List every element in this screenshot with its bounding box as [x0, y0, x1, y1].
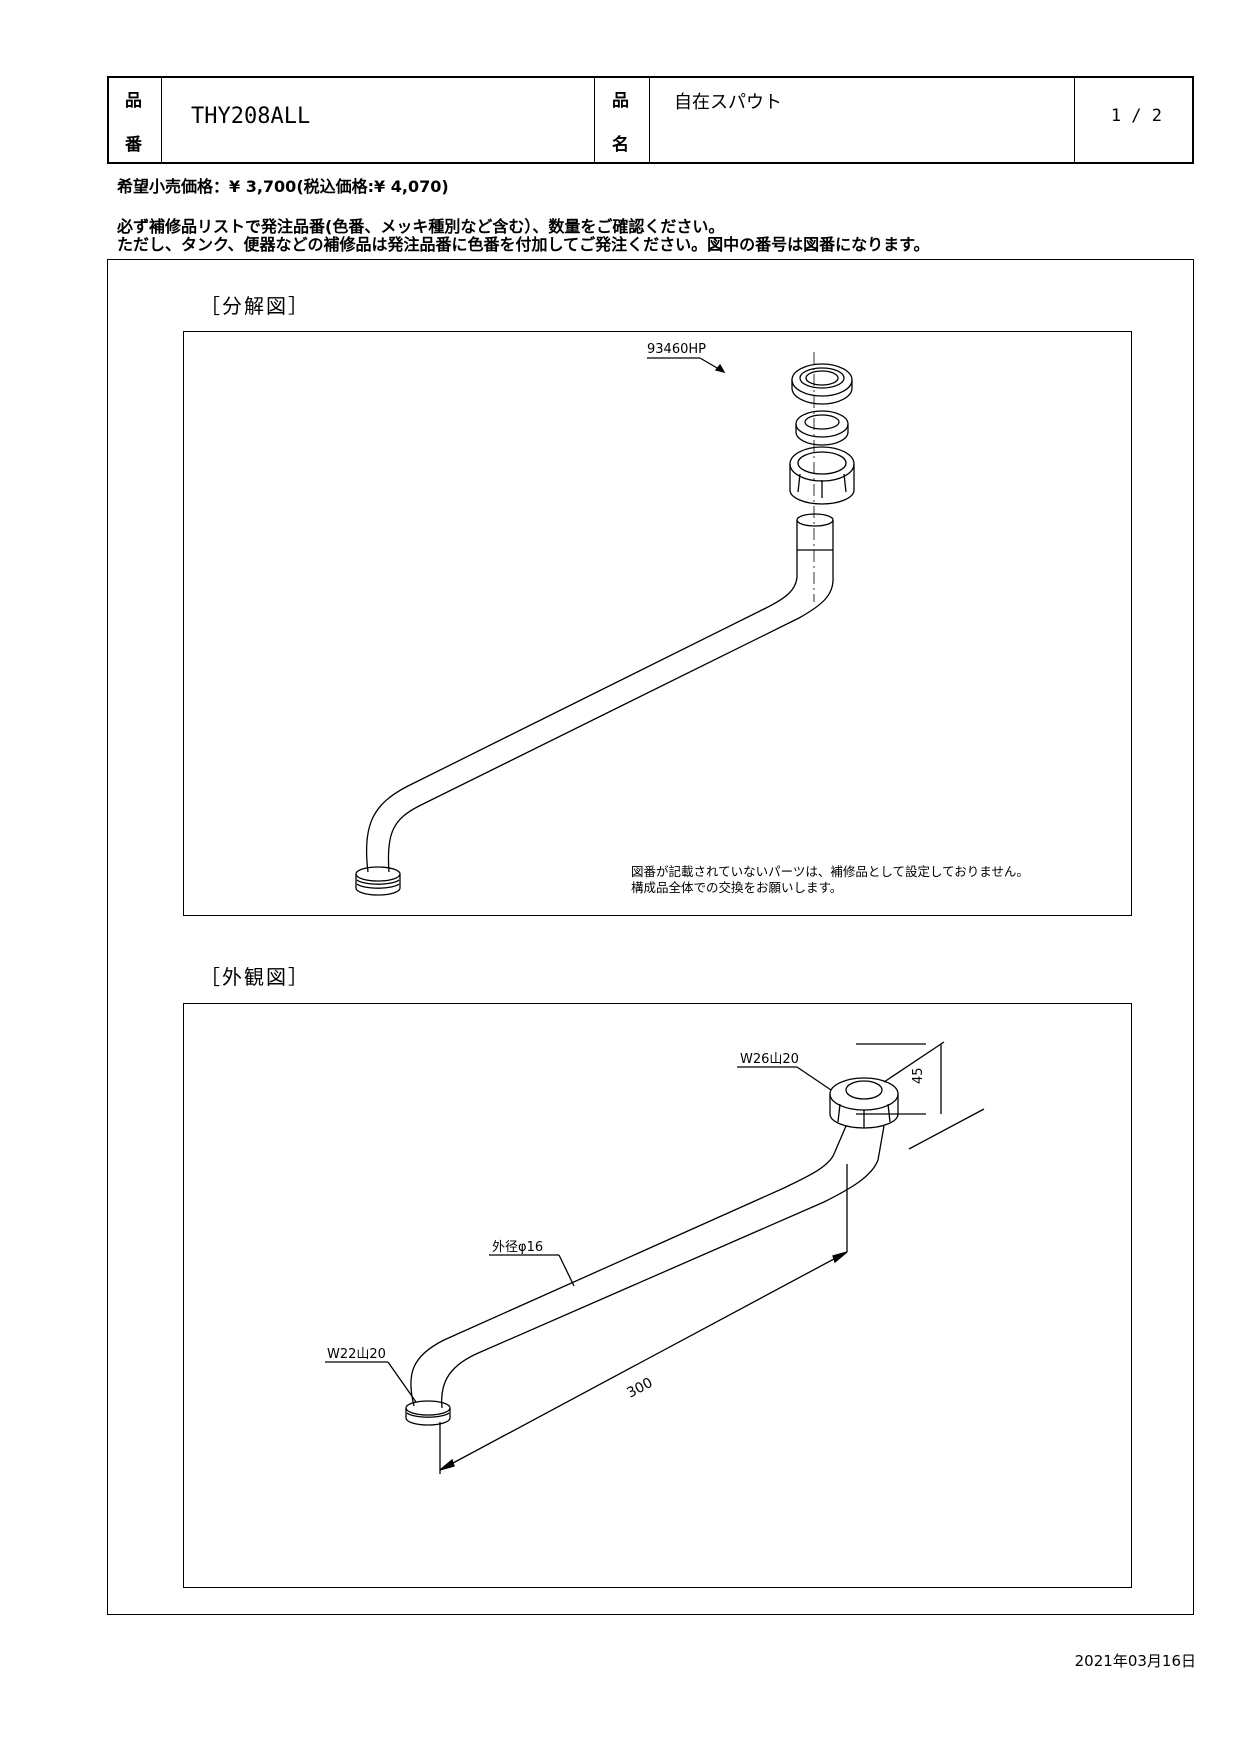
part-name-label: 名 [612, 135, 629, 155]
part-number: THY208ALL [191, 104, 311, 129]
exploded-drawing: 93460HP [355, 342, 855, 896]
header-divider [649, 78, 650, 162]
header-divider [594, 78, 595, 162]
part-no-label: 品 [125, 91, 142, 111]
exploded-view-title: ［分解図］ [200, 294, 310, 318]
external-view-title: ［外観図］ [200, 965, 310, 989]
thread-bottom-label: W22山20 [327, 1347, 386, 1362]
instruction-line: ただし、タンク、便器などの補修品は発注品番に色番を付加してご発注ください。図中の… [117, 235, 930, 254]
drawing-frame [107, 259, 1194, 1615]
part-label: 93460HP [647, 342, 706, 357]
external-view-panel: W26山20 外径φ16 W22山20 300 45 [183, 1003, 1132, 1588]
length-dimension: 300 [624, 1375, 655, 1402]
thread-top-label: W26山20 [740, 1052, 799, 1067]
header-divider [161, 78, 162, 162]
note-line: 図番が記載されていないパーツは、補修品として設定しておりません。 [631, 864, 1029, 879]
instruction-line: 必ず補修品リストで発注品番(色番、メッキ種別など含む）、数量をご確認ください。 [117, 217, 725, 236]
exploded-view-panel: 93460HP 図番が記載されていないパーツは、補修品として設定しておりません。… [183, 331, 1132, 916]
price-line: 希望小売価格：¥ 3,700(税込価格:¥ 4,070) [117, 177, 449, 196]
height-dimension: 45 [911, 1067, 926, 1084]
part-name-label: 品 [612, 91, 629, 111]
external-drawing: W26山20 外径φ16 W22山20 300 45 [325, 1041, 985, 1474]
header-divider [1074, 78, 1075, 162]
part-name: 自在スパウト [674, 92, 782, 113]
part-no-label: 番 [125, 135, 142, 155]
issue-date: 2021年03月16日 [1074, 1652, 1196, 1670]
note-line: 構成品全体での交換をお願いします。 [631, 880, 843, 895]
header-table: 品 番 THY208ALL 品 名 自在スパウト 1 / 2 [107, 76, 1194, 164]
outer-dia-label: 外径φ16 [492, 1240, 543, 1255]
page-number: 1 / 2 [1110, 106, 1162, 126]
